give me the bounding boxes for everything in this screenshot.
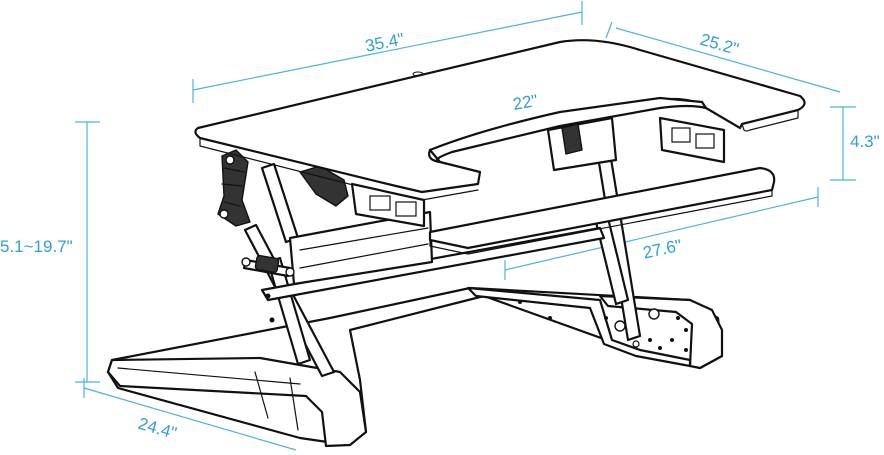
work-surface xyxy=(194,39,806,194)
front-leg-b xyxy=(260,162,300,244)
dimension-line-top-depth xyxy=(615,27,841,93)
keyboard-tray xyxy=(428,166,776,250)
desk-drawing xyxy=(106,39,806,448)
dimension-line-top-width xyxy=(192,11,583,91)
base-rail xyxy=(466,286,692,368)
keyboard-cutout xyxy=(428,96,708,164)
gas-spring-cylinder xyxy=(254,254,280,274)
dimension-line-base-depth xyxy=(83,387,297,451)
label-height-range: 5.1~19.7" xyxy=(0,237,73,256)
label-top-depth: 25.2" xyxy=(698,30,741,59)
label-tray-depth: 27.6" xyxy=(641,236,683,263)
dimension-tick xyxy=(605,21,613,39)
dimension-line-tray xyxy=(504,196,819,271)
label-keyboard-width: 22" xyxy=(511,91,539,114)
pivot-bolts xyxy=(219,155,660,348)
label-top-width: 35.4" xyxy=(364,30,406,56)
tray-bracket-right xyxy=(658,116,726,164)
label-offset: 4.3" xyxy=(850,132,880,151)
label-base-depth: 24.4" xyxy=(136,414,179,443)
